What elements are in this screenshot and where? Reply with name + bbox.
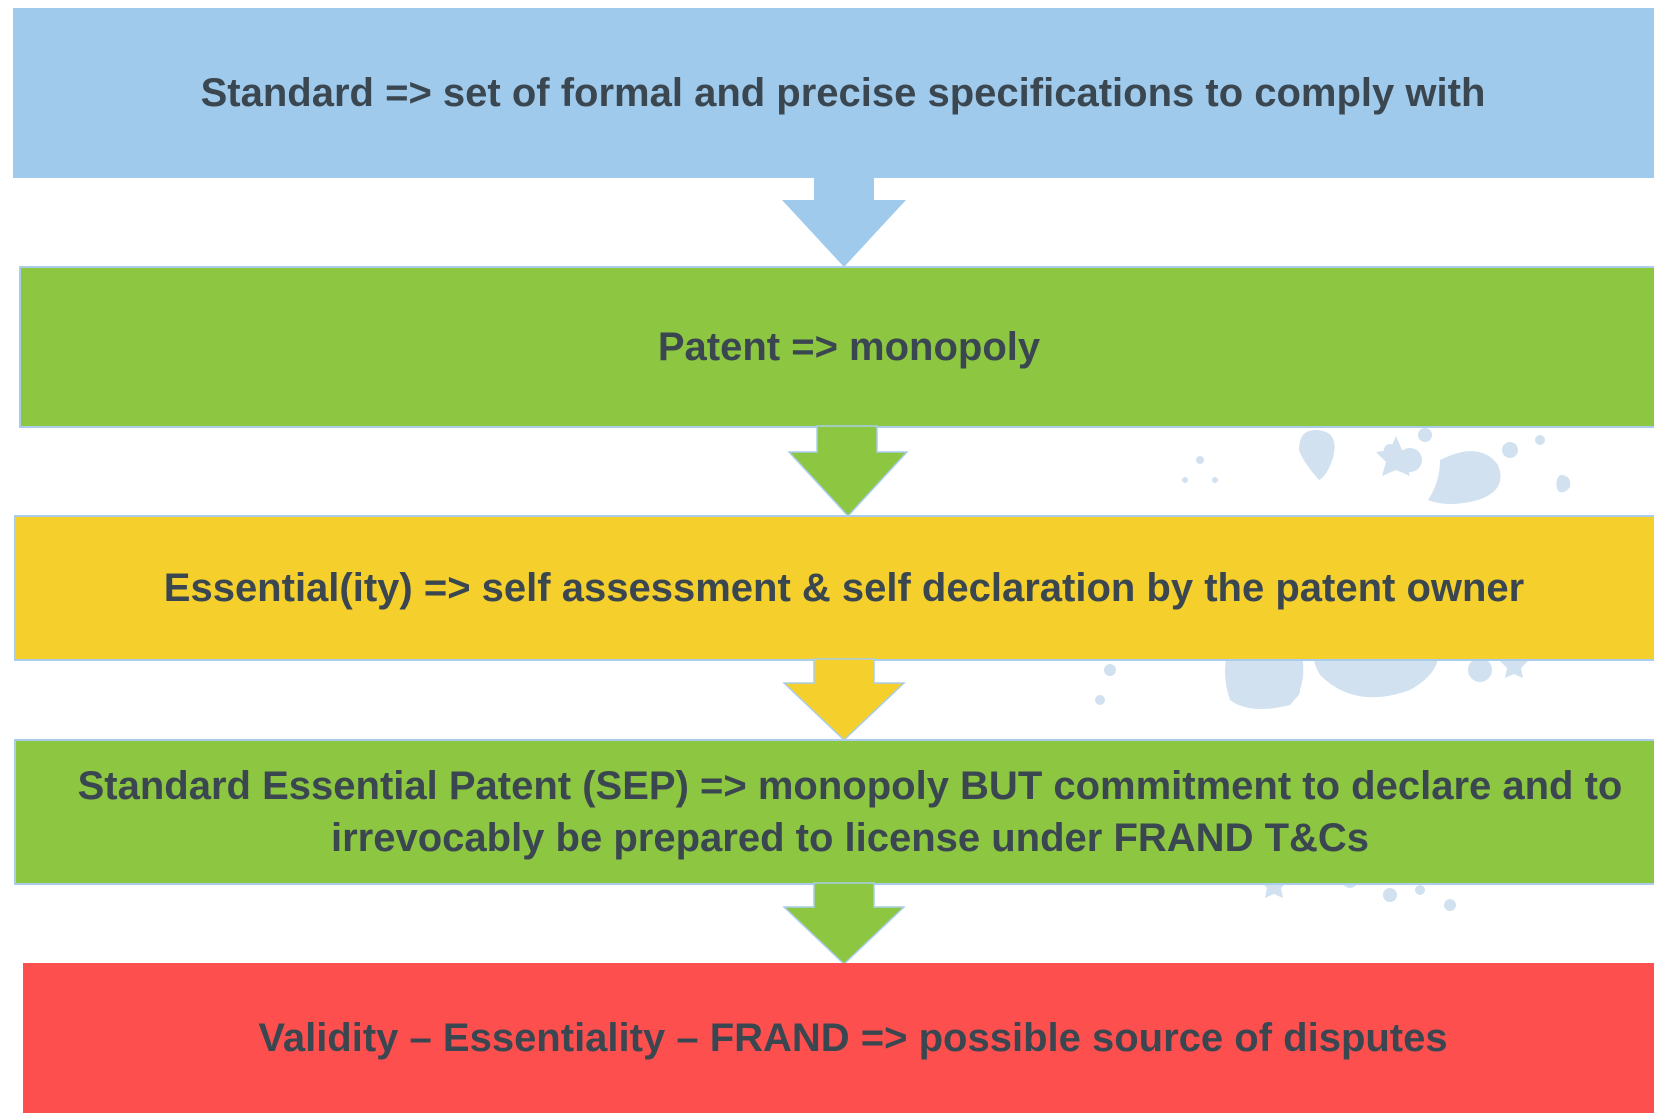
step-text: Essential(ity) => self assessment & self… [163,566,1525,610]
flow-step-sep: Standard Essential Patent (SEP) => monop… [14,739,1654,885]
flow-step-essentiality: Essential(ity) => self assessment & self… [14,515,1654,661]
arrow-shape [787,425,909,518]
floral-background-pattern [1095,428,1571,911]
flow-step-patent: Patent => monopoly [19,266,1654,428]
step-text-block: Standard Essential Patent (SEP) => monop… [78,760,1623,864]
down-arrow-icon [782,882,906,966]
flow-step-standard: Standard => set of formal and precise sp… [13,8,1654,178]
step-text: Standard => set of formal and precise sp… [200,71,1486,115]
step-text: Validity – Essentiality – FRAND => possi… [258,1016,1448,1060]
step-text: Patent => monopoly [657,325,1041,369]
step-text-line: Standard Essential Patent (SEP) => monop… [77,764,1623,808]
down-arrow-icon [782,658,906,742]
arrow-shape [782,176,906,267]
arrow-shape [782,882,906,966]
step-text-line: irrevocably be prepared to license under… [330,816,1370,860]
flow-step-disputes: Validity – Essentiality – FRAND => possi… [23,963,1654,1113]
down-arrow-icon [787,425,909,518]
arrow-shape [782,658,906,742]
down-arrow-icon [782,176,906,267]
